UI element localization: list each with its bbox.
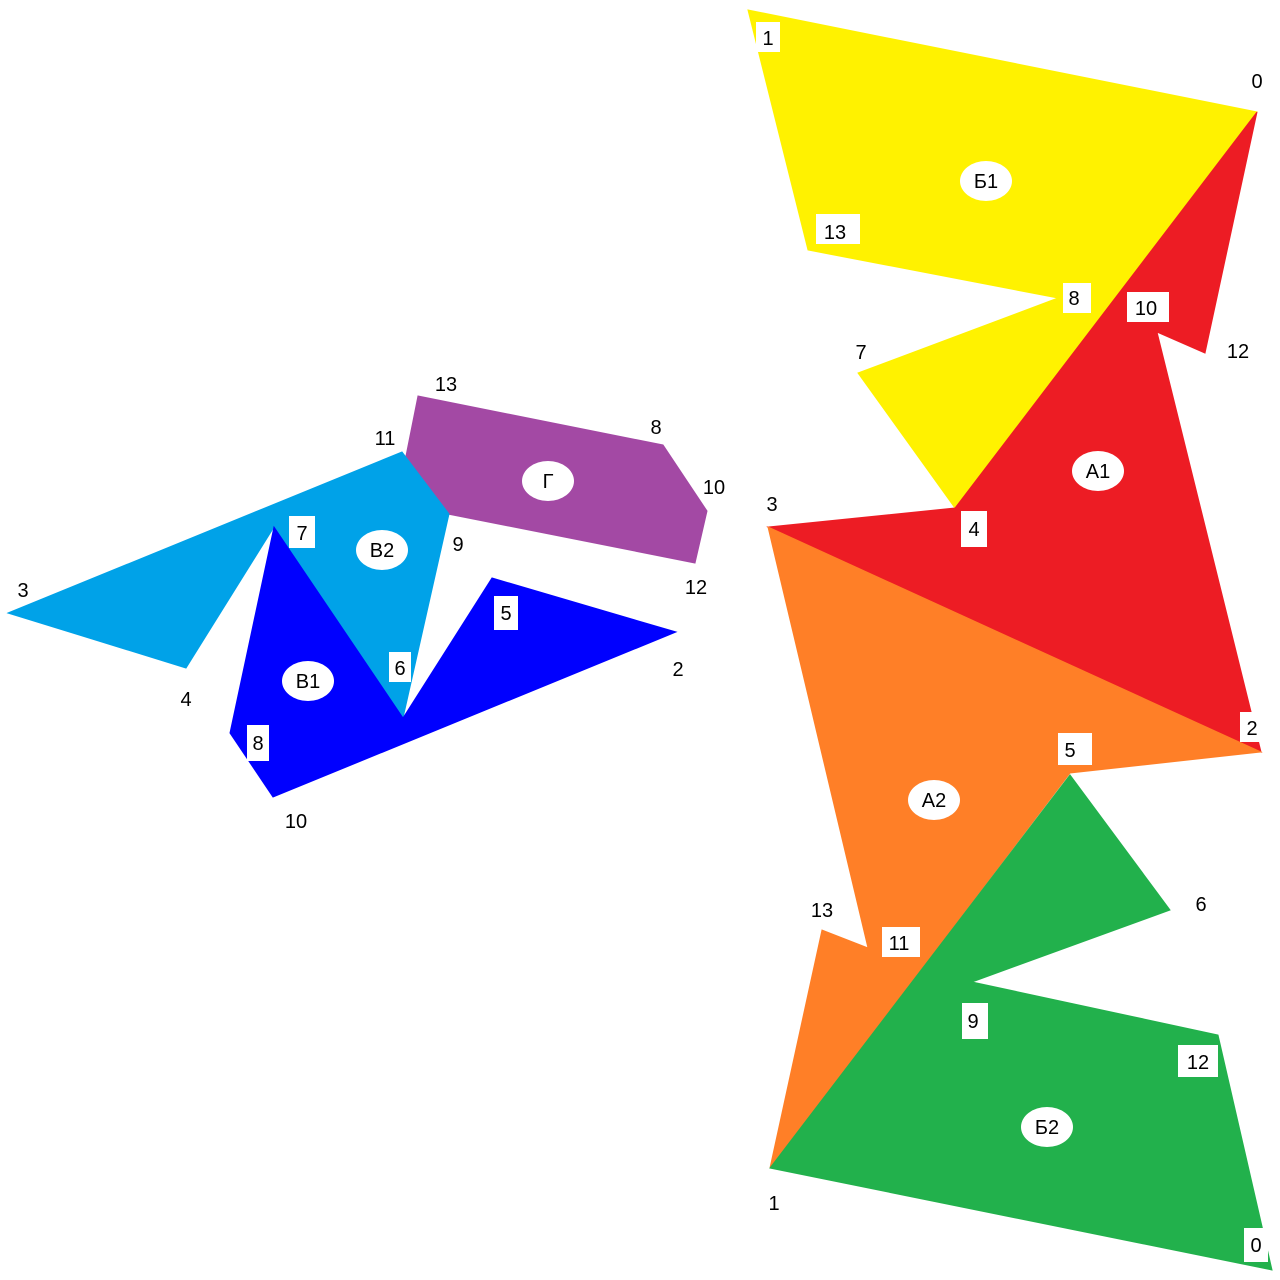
vertex-label: 1 [762,28,773,50]
piece-label-g: Г [522,461,574,501]
vertex-label: 4 [180,689,191,711]
vertex-label: 2 [1246,718,1257,740]
vertex-label: 1 [768,1193,779,1215]
vertex-label: 2 [672,659,683,681]
piece-v2-lightblue [6,451,450,720]
piece-label-v2: В2 [356,530,408,570]
vertex-label: 0 [1250,1235,1261,1257]
svg-text:В1: В1 [296,671,320,693]
vertex-label: 12 [1227,341,1249,363]
piece-label-a1: А1 [1072,451,1124,491]
vertex-label: 4 [968,519,979,541]
svg-text:Б2: Б2 [1035,1117,1059,1139]
vertex-label: 8 [650,417,661,439]
vertex-label: 7 [855,342,866,364]
vertex-label: 13 [435,374,457,396]
vertex-label: 12 [1187,1052,1209,1074]
piece-v1-blue [229,525,678,798]
svg-text:Б1: Б1 [974,171,998,193]
vertex-label: 6 [394,658,405,680]
vertex-label: 5 [500,603,511,625]
vertex-label: 13 [811,900,833,922]
svg-text:А2: А2 [922,790,946,812]
piece-b2-green [769,774,1273,1271]
vertex-label: 11 [889,933,910,955]
vertex-label: 13 [824,222,846,244]
vertex-label: 5 [1064,740,1075,762]
vertex-label: 3 [17,580,28,602]
vertex-label: 3 [766,494,777,516]
vertex-label: 12 [685,577,707,599]
vertex-label: 10 [1135,298,1157,320]
vertex-label: 10 [703,477,725,499]
vertex-label: 10 [285,811,307,833]
svg-text:В2: В2 [370,540,394,562]
vertex-label: 0 [1251,71,1262,93]
vertex-label: 9 [967,1011,978,1033]
vertex-label: 8 [1068,288,1079,310]
piece-label-b1: Б1 [960,161,1012,201]
svg-text:Г: Г [543,471,554,493]
vertex-label: 7 [296,523,307,545]
vertex-label: 8 [252,733,263,755]
vertex-label: 11 [375,428,396,450]
vertex-label: 6 [1195,894,1206,916]
svg-text:А1: А1 [1086,461,1110,483]
piece-label-v1: В1 [282,661,334,701]
vertex-label: 9 [452,534,463,556]
piece-label-b2: Б2 [1021,1107,1073,1147]
piece-label-a2: А2 [908,780,960,820]
